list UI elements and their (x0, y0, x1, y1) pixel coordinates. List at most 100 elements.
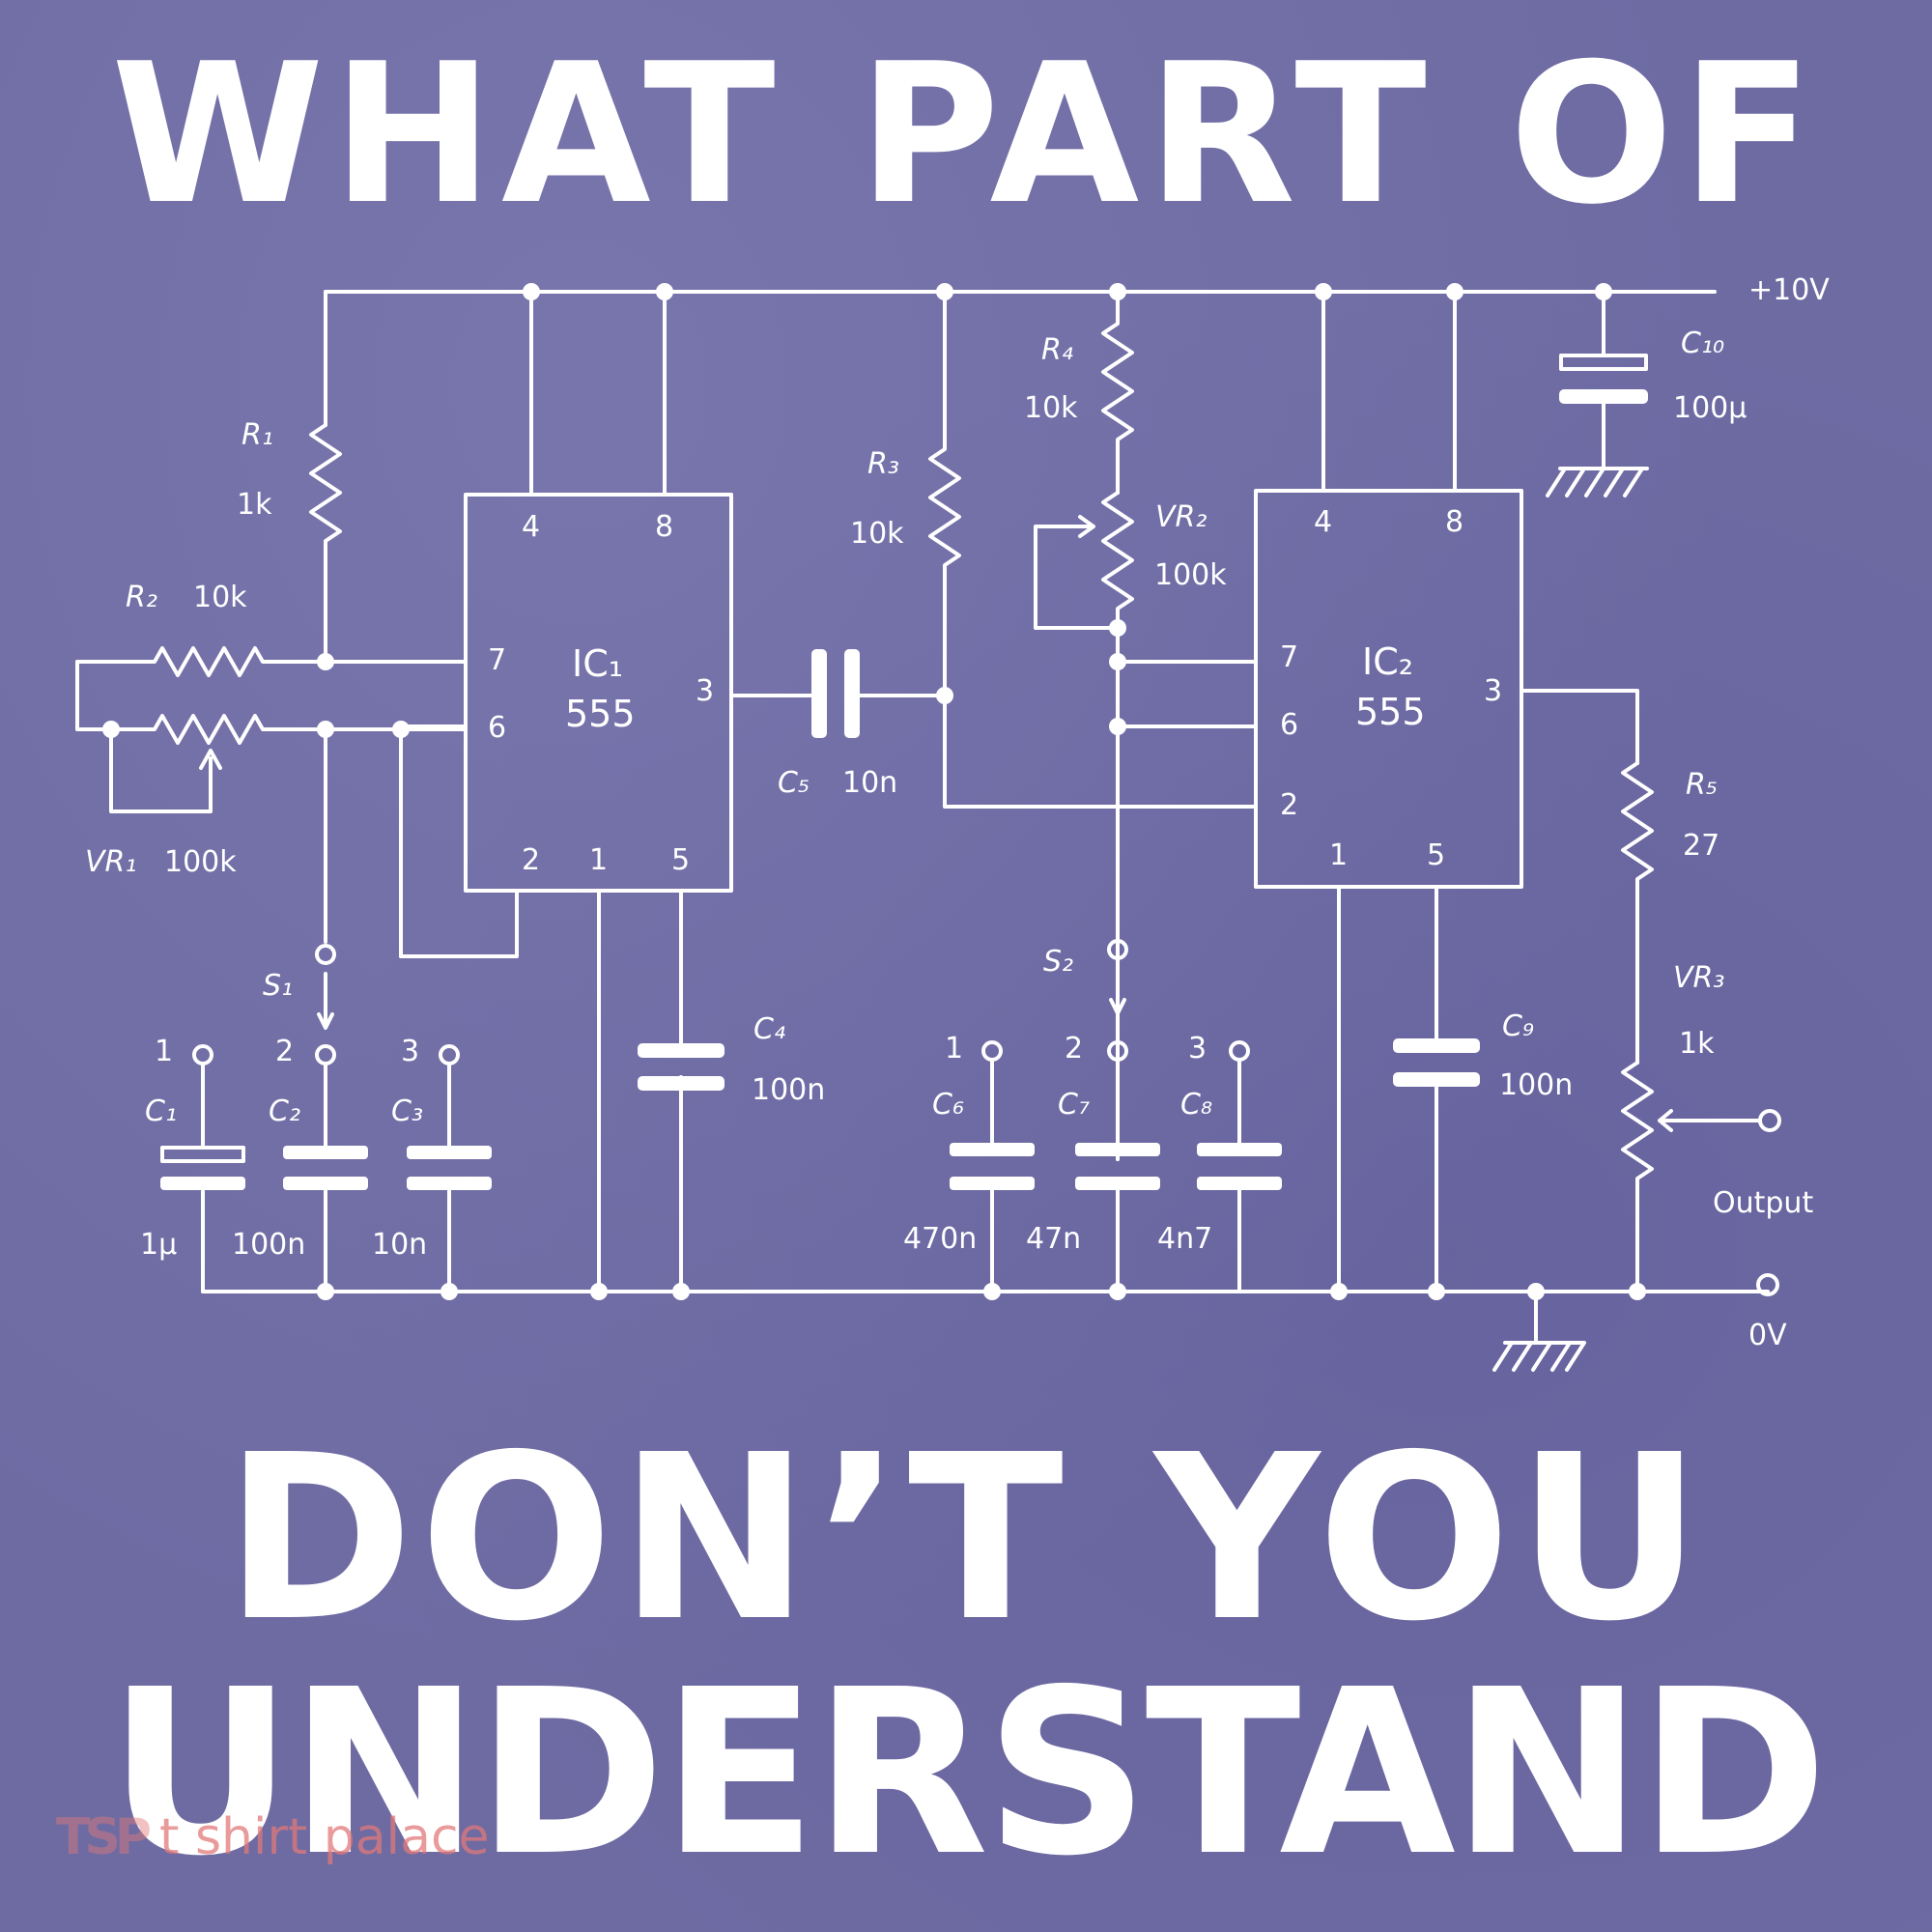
c6-value: 470n (903, 1222, 977, 1256)
s1-pos2-label: 2 (275, 1035, 294, 1068)
vr2-value: 100k (1154, 558, 1227, 592)
s1-pos2-terminal (315, 1044, 336, 1065)
c3-capacitor (407, 1062, 492, 1293)
r3-value: 10k (850, 517, 904, 551)
c8-name: C₈ (1180, 1088, 1212, 1122)
r2-name: R₂ (126, 581, 157, 614)
s2-pos3-label: 3 (1188, 1032, 1207, 1065)
vr1-value: 100k (164, 845, 237, 879)
c10-capacitor (1546, 290, 1649, 497)
headline-middle: DON’T YOU (224, 1406, 1708, 1671)
ic2-pin-7: 7 (1280, 640, 1298, 674)
r5-resistor (1621, 761, 1654, 1065)
ic2-pin-6: 6 (1280, 708, 1298, 742)
c1-value: 1μ (140, 1228, 177, 1262)
vr1-potentiometer (109, 714, 468, 813)
s2-switch (1109, 972, 1126, 1161)
vr2-name: VR₂ (1155, 500, 1207, 534)
ic1-pin-2: 2 (522, 843, 540, 877)
c7-name: C₇ (1058, 1088, 1090, 1122)
ic2-pin-1: 1 (1329, 838, 1348, 872)
c5-name: C₅ (778, 766, 810, 800)
supply-rail (324, 290, 1717, 427)
vr3-potentiometer (1621, 1061, 1760, 1293)
ground-terminal (1756, 1273, 1779, 1296)
watermark-logo: TSP (56, 1808, 152, 1866)
headline-top: WHAT PART OF (110, 22, 1822, 247)
vr3-name: VR₃ (1673, 961, 1724, 995)
ic1-pin-4: 4 (522, 510, 540, 544)
ic2-label: IC₂ (1362, 640, 1413, 683)
ic1-pin-1: 1 (589, 843, 608, 877)
ic1-pin-3: 3 (696, 674, 714, 708)
c4-capacitor (638, 1043, 724, 1091)
c10-name: C₁₀ (1681, 327, 1724, 360)
r2-resistor (75, 646, 468, 731)
s1-pos1-terminal (192, 1044, 213, 1065)
c5-value: 10n (842, 766, 897, 800)
c6-capacitor (950, 1058, 1035, 1293)
headline-bottom: UNDERSTAND (107, 1640, 1829, 1906)
s2-pos1-terminal (981, 1040, 1003, 1062)
c2-name: C₂ (269, 1094, 300, 1128)
ic2-type: 555 (1355, 691, 1426, 733)
r4-value: 10k (1024, 391, 1078, 425)
ic1-chip (399, 290, 813, 1293)
c8-capacitor (1197, 1058, 1282, 1293)
ic1-pin-7: 7 (488, 643, 506, 677)
c9-value: 100n (1499, 1068, 1573, 1102)
ic1-pin-6: 6 (488, 711, 506, 745)
c4-value: 100n (752, 1073, 825, 1107)
c7-value: 47n (1026, 1222, 1081, 1256)
c1-name: C₁ (145, 1094, 177, 1128)
s2-pos1-label: 1 (945, 1032, 963, 1065)
s1-pos3-terminal (439, 1044, 460, 1065)
r3-resistor (928, 290, 1258, 809)
watermark-text: t shirt palace (159, 1808, 490, 1866)
ic2-pin-8: 8 (1445, 505, 1463, 539)
output-terminal (1758, 1109, 1781, 1132)
vr1-name: VR₁ (85, 845, 136, 879)
supply-label: +10V (1748, 273, 1830, 307)
c1-capacitor (160, 1062, 245, 1293)
c3-name: C₃ (391, 1094, 423, 1128)
c2-value: 100n (232, 1228, 305, 1262)
c9-capacitor (1393, 1038, 1480, 1087)
c4-name: C₄ (753, 1012, 785, 1046)
c7-capacitor (1075, 1058, 1160, 1293)
ic2-chip (1254, 290, 1639, 1293)
c3-value: 10n (372, 1228, 427, 1262)
r2-value: 10k (193, 581, 247, 614)
r1-name: R₁ (242, 418, 273, 452)
c2-capacitor (283, 1062, 368, 1293)
ic2-pin-5: 5 (1427, 838, 1445, 872)
r3-name: R₃ (867, 447, 899, 481)
r4-resistor (1101, 290, 1134, 495)
s1-common-terminal (315, 944, 336, 965)
ic2-pin-2: 2 (1280, 788, 1298, 822)
s1-pos1-label: 1 (155, 1035, 173, 1068)
c10-value: 100μ (1673, 391, 1747, 425)
vr3-value: 1k (1679, 1027, 1715, 1061)
ic2-pin-3: 3 (1484, 674, 1502, 708)
c9-name: C₉ (1502, 1009, 1534, 1043)
ic1-label: IC₁ (572, 642, 623, 685)
s2-name: S₂ (1043, 945, 1073, 979)
c6-name: C₆ (932, 1088, 964, 1122)
s2-pos2-label: 2 (1065, 1032, 1083, 1065)
c8-value: 4n7 (1157, 1222, 1212, 1256)
r1-resistor (309, 423, 342, 664)
s2-pos3-terminal (1229, 1040, 1250, 1062)
r5-name: R₅ (1686, 768, 1718, 802)
r5-value: 27 (1683, 829, 1719, 863)
ic2-pin-4: 4 (1314, 505, 1332, 539)
s1-switch (317, 727, 403, 1030)
r1-value: 1k (237, 488, 272, 522)
r4-name: R₄ (1041, 333, 1073, 367)
ic1-pin-8: 8 (655, 510, 673, 544)
ic1-pin-5: 5 (671, 843, 690, 877)
c5-capacitor (810, 649, 947, 738)
